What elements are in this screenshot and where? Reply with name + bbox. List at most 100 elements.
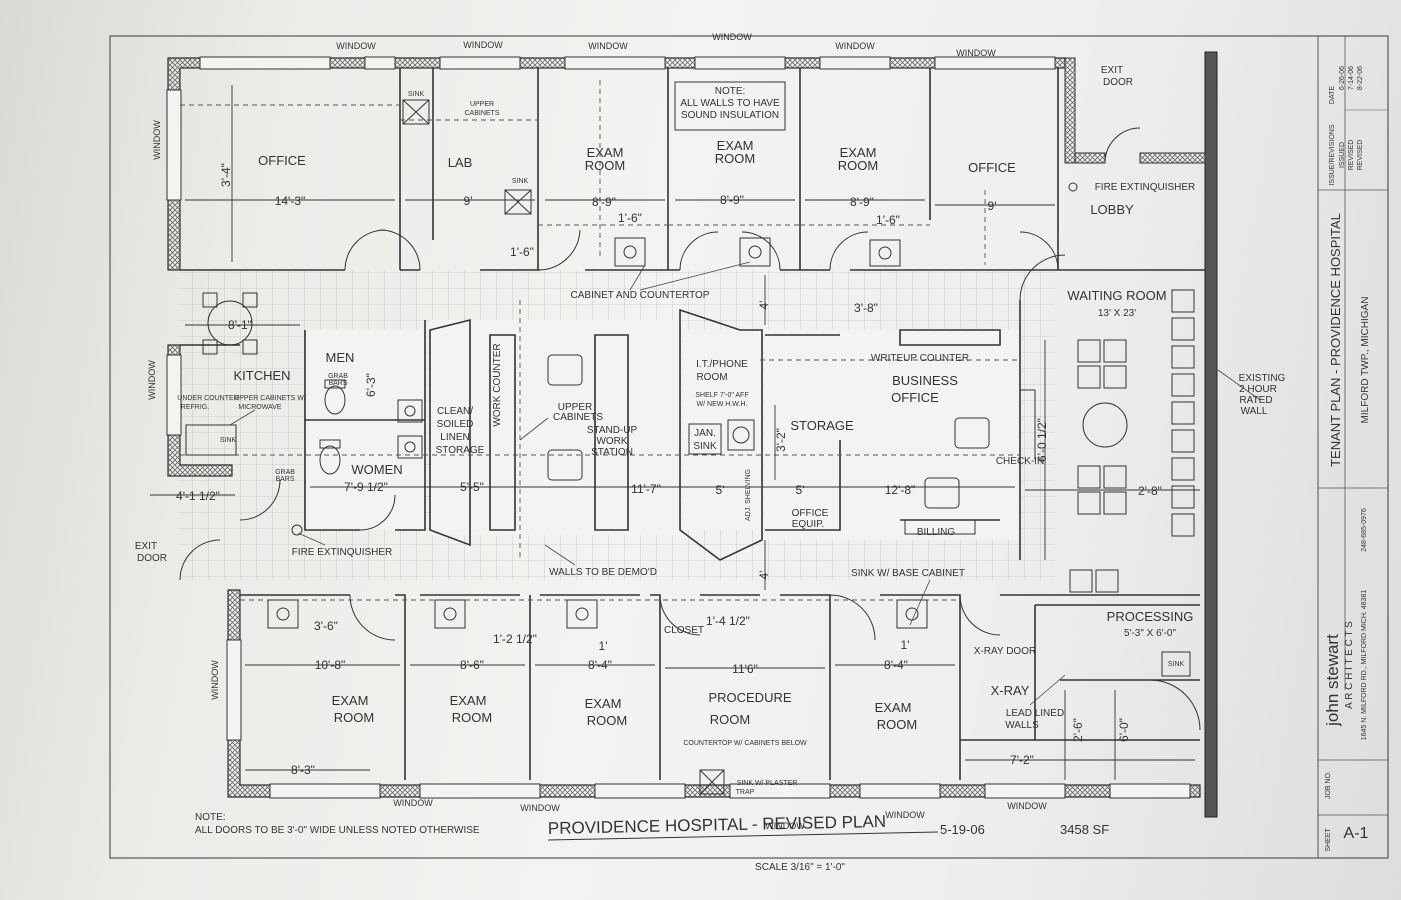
tb-firm: john stewart	[1323, 634, 1342, 727]
it-shelf-1: SHELF 7'-0" AFF	[695, 392, 748, 399]
lab-sink-1: SINK	[408, 91, 425, 98]
room-labels: OFFICE LAB EXAM ROOM EXAM ROOM EXAM ROOM…	[177, 91, 1193, 732]
dim-label: 8'-9"	[720, 193, 744, 207]
grab-bars-men-1: GRAB	[328, 373, 348, 380]
room-exam-6-b: ROOM	[587, 713, 627, 728]
dim-label: 1'	[901, 638, 910, 652]
room-exam-1-b: ROOM	[585, 158, 625, 173]
cabinet-countertop-note: CABINET AND COUNTERTOP	[571, 290, 710, 301]
room-exam-4-a: EXAM	[332, 693, 369, 708]
tb-location: MILFORD TWP., MICHIGAN	[1360, 297, 1371, 424]
exit-door-top-2: DOOR	[1103, 77, 1133, 88]
upper-cabinets-lab-1: UPPER	[470, 101, 494, 108]
room-procedure-2: ROOM	[710, 712, 750, 727]
upper-cabinets-lab-2: CABINETS	[464, 110, 499, 117]
room-exam-3-a: EXAM	[840, 145, 877, 160]
dim-label: 7'-9 1/2"	[344, 480, 388, 494]
existing-wall-4: WALL	[1241, 406, 1268, 417]
window-label: WINDOW	[152, 120, 162, 160]
existing-wall-1: EXISTING	[1239, 373, 1286, 384]
room-kitchen: KITCHEN	[233, 368, 290, 383]
existing-rated-wall	[1204, 51, 1218, 818]
sink-base-note: SINK W/ BASE CABINET	[851, 568, 965, 579]
dim-label: 8'-1"	[228, 318, 252, 332]
dim-label: 14'-3"	[275, 194, 306, 208]
lab-sink-2: SINK	[512, 178, 529, 185]
dim-label: 8'-6"	[460, 658, 484, 672]
room-exam-5-b: ROOM	[452, 710, 492, 725]
dim-label: 8'-3"	[291, 763, 315, 777]
walls-demo-note: WALLS TO BE DEMO'D	[549, 567, 657, 578]
dim-label: 5'-5"	[460, 480, 484, 494]
room-exam-7-b: ROOM	[877, 717, 917, 732]
sink-plaster-1: SINK W/ PLASTER	[737, 780, 798, 787]
tb-issue-1: ISSUED	[1339, 142, 1346, 168]
dim-label: 3'-6"	[314, 619, 338, 633]
standup-2: WORK	[596, 436, 627, 447]
lead-lined-2: WALLS	[1005, 720, 1039, 731]
dim-label: 2'-8"	[1138, 484, 1162, 498]
grab-bars-men-2: BARS	[328, 380, 347, 387]
tb-firm-sub: A R C H I T E C T S	[1344, 621, 1355, 709]
sink-plaster-2: TRAP	[736, 789, 755, 796]
tb-issue-2: REVISED	[1348, 140, 1355, 171]
it-room-2: ROOM	[696, 372, 727, 383]
drawing-title-date: 5-19-06	[940, 822, 985, 837]
room-lab: LAB	[448, 155, 473, 170]
dim-label: 2'-6"	[1071, 718, 1085, 742]
room-business-2: OFFICE	[891, 390, 939, 405]
dim-label: 5'	[796, 483, 805, 497]
grab-bars-women-1: GRAB	[275, 469, 295, 476]
dim-label: 4'	[757, 571, 771, 580]
room-processing: PROCESSING	[1107, 609, 1194, 624]
exit-door-top-1: EXIT	[1101, 65, 1123, 76]
window-label: WINDOW	[765, 821, 805, 831]
room-exam-4-b: ROOM	[334, 710, 374, 725]
dim-label: 4'	[757, 301, 771, 310]
dim-label: 3'-8"	[854, 301, 878, 315]
tb-job-no: JOB NO.	[1325, 771, 1332, 799]
dim-label: 9'	[988, 199, 997, 213]
office-equip-1: OFFICE	[792, 508, 829, 519]
it-shelf-2: W/ NEW H.W.H.	[697, 401, 748, 408]
window-label: WINDOW	[336, 41, 376, 51]
tb-phone: 248-685-0976	[1361, 508, 1368, 552]
window-label: WINDOW	[588, 41, 628, 51]
dim-label: 8'-4"	[588, 658, 612, 672]
tb-sheet-number: A-1	[1344, 825, 1369, 842]
kitchen-sink: SINK	[220, 437, 237, 444]
window-label: WINDOW	[885, 810, 925, 820]
under-counter-2: REFRIG.	[181, 404, 209, 411]
dim-label: 7'-2"	[1010, 753, 1034, 767]
existing-wall-3: RATED	[1239, 395, 1272, 406]
existing-wall-2: 2 HOUR	[1239, 384, 1277, 395]
dimension-labels: 3'-4" 14'-3" 9' 8'-9" 8'-9" 8'-9" 9' 1'-…	[176, 163, 1162, 777]
window-label: WINDOW	[463, 40, 503, 50]
upper-micro-1: UPPER CABINETS W/	[234, 395, 306, 402]
fixtures	[185, 99, 1195, 795]
jan-sink-1: JAN.	[694, 428, 716, 439]
note-heading: NOTE:	[195, 812, 226, 823]
countertop-below-note: COUNTERTOP W/ CABINETS BELOW	[683, 740, 807, 747]
room-men: MEN	[326, 350, 355, 365]
room-exam-3-b: ROOM	[838, 158, 878, 173]
processing-sink: SINK	[1168, 661, 1185, 668]
tb-date-2: 7-14-06	[1348, 66, 1355, 90]
room-women: WOMEN	[351, 462, 402, 477]
window-label: WINDOW	[520, 803, 560, 813]
dim-label: 3'-4"	[219, 163, 233, 187]
sheet-title-block: ISSUE/REVISIONS ISSUED REVISED REVISED D…	[1317, 36, 1388, 858]
jan-sink-2: SINK	[693, 441, 717, 452]
dimension-lines	[150, 85, 1200, 780]
tb-issue-head: ISSUE/REVISIONS	[1329, 124, 1336, 185]
it-room-1: I.T./PHONE	[696, 359, 748, 370]
exit-door-left-1: EXIT	[135, 541, 157, 552]
fire-ext-lobby: FIRE EXTINQUISHER	[1095, 182, 1196, 193]
standup-3: STATION	[591, 447, 633, 458]
dashed-lines	[180, 80, 1020, 601]
dim-label: 5'	[716, 483, 725, 497]
room-clean-3: LINEN	[440, 432, 469, 443]
fire-ext-left: FIRE EXTINQUISHER	[292, 547, 393, 558]
